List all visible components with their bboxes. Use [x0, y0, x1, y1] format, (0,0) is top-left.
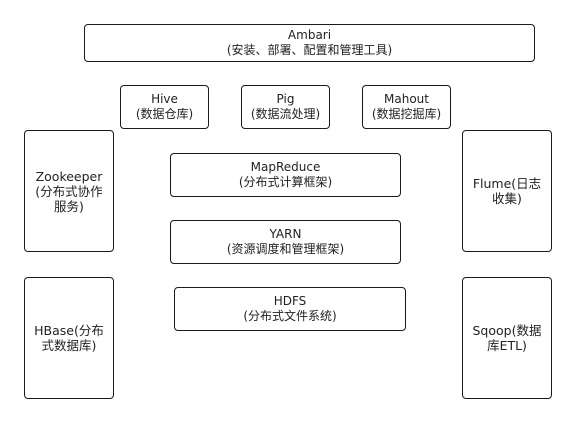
flume-box: Flume(日志收集) — [462, 130, 552, 252]
sqoop-box: Sqoop(数据库ETL) — [462, 277, 552, 399]
hive-label: Hive (数据仓库) — [135, 92, 194, 121]
yarn-label: YARN (资源调度和管理框架) — [226, 227, 345, 256]
zookeeper-box: Zookeeper (分布式协作服务) — [24, 130, 114, 252]
hdfs-box: HDFS (分布式文件系统) — [174, 287, 406, 331]
ambari-box: Ambari (安装、部署、配置和管理工具) — [84, 24, 535, 62]
yarn-box: YARN (资源调度和管理框架) — [170, 220, 401, 264]
mahout-box: Mahout (数据挖掘库) — [362, 85, 451, 129]
hbase-box: HBase(分布式数据库) — [24, 277, 114, 399]
mapreduce-box: MapReduce (分布式计算框架) — [170, 153, 401, 197]
hdfs-label: HDFS (分布式文件系统) — [243, 294, 337, 323]
hbase-label: HBase(分布式数据库) — [34, 323, 104, 353]
mahout-label: Mahout (数据挖掘库) — [371, 92, 442, 121]
hive-box: Hive (数据仓库) — [120, 85, 209, 129]
zookeeper-label: Zookeeper (分布式协作服务) — [35, 168, 103, 214]
ambari-label: Ambari (安装、部署、配置和管理工具) — [226, 28, 393, 57]
sqoop-label: Sqoop(数据库ETL) — [472, 323, 542, 353]
mapreduce-label: MapReduce (分布式计算框架) — [238, 160, 333, 189]
flume-label: Flume(日志收集) — [472, 176, 542, 206]
pig-label: Pig (数据流处理) — [250, 92, 321, 121]
pig-box: Pig (数据流处理) — [241, 85, 330, 129]
